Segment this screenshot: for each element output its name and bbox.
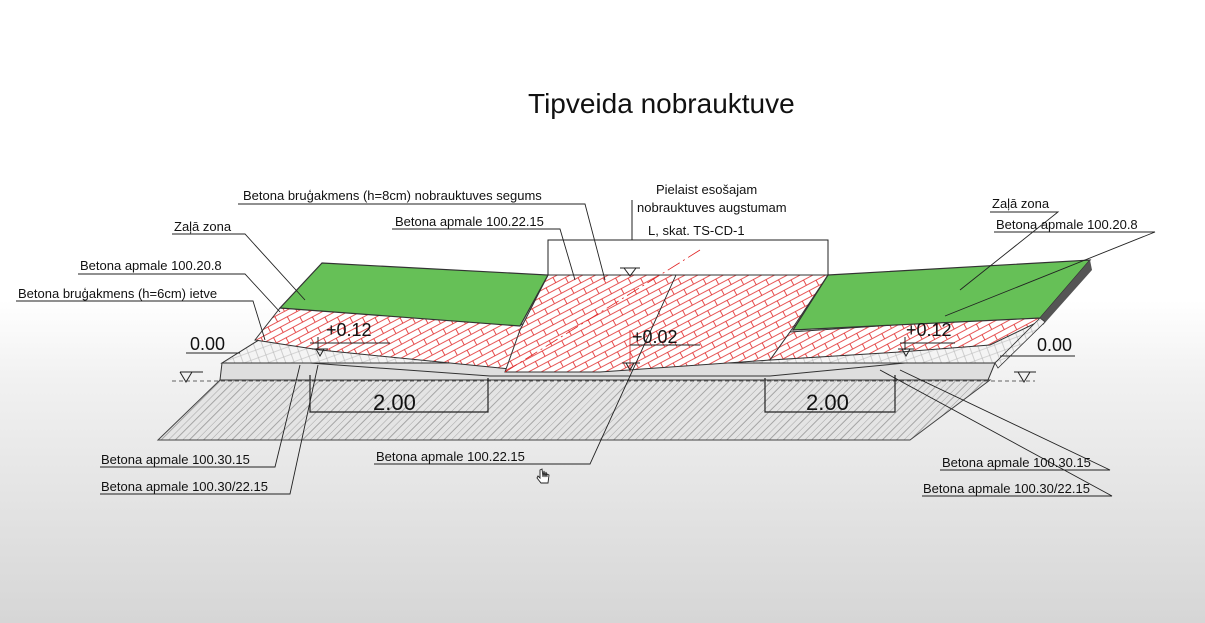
label-paving-6cm: Betona bruģakmens (h=6cm) ietve: [18, 286, 217, 301]
hand-cursor-icon: [536, 468, 550, 484]
label-adjust-line2: nobrauktuves augstumam: [637, 200, 787, 215]
label-curb-left-top: Betona apmale 100.20.8: [80, 258, 222, 273]
leader-lines: [16, 203, 1156, 497]
dimension-left: [309, 375, 489, 413]
label-curb-left-b: Betona apmale 100.30/22.15: [101, 479, 268, 494]
label-paving-8cm: Betona bruģakmens (h=8cm) nobrauktuves s…: [243, 188, 542, 203]
label-length-ref: L, skat. TS-CD-1: [648, 223, 745, 238]
base-layer: [156, 379, 992, 441]
length-bracket: [547, 200, 829, 277]
dimension-right: [764, 375, 896, 413]
label-curb-right-a: Betona apmale 100.30.15: [942, 455, 1091, 470]
level-right-base: 0.00: [1037, 335, 1072, 355]
green-zone-left: [278, 262, 549, 327]
label-adjust-line1: Pielaist esošajam: [656, 182, 757, 197]
dimension-left-value: 2.00: [373, 390, 416, 415]
green-zone-right-edge: [1040, 260, 1092, 325]
label-curb-right-b: Betona apmale 100.30/22.15: [923, 481, 1090, 496]
label-curb-right-top: Betona apmale 100.20.8: [996, 217, 1138, 232]
level-marker-left-base: [179, 352, 240, 383]
label-green-left: Zaļā zona: [174, 219, 232, 234]
level-center: +0.02: [632, 327, 678, 347]
level-right-sidewalk: +0.12: [906, 320, 952, 340]
level-left-sidewalk: +0.12: [326, 320, 372, 340]
diagram-title: Tipveida nobrauktuve: [528, 88, 795, 119]
level-left-base: 0.00: [190, 334, 225, 354]
label-curb-bottom-center: Betona apmale 100.22.15: [376, 449, 525, 464]
dimension-right-value: 2.00: [806, 390, 849, 415]
level-marker-right-base: [1000, 355, 1075, 383]
level-marker-center: [622, 344, 700, 372]
label-green-right: Zaļā zona: [992, 196, 1050, 211]
level-marker-right-sidewalk: [898, 337, 955, 358]
level-marker-left-sidewalk: [310, 337, 390, 358]
label-curb-top-center: Betona apmale 100.22.15: [395, 214, 544, 229]
label-curb-left-a: Betona apmale 100.30.15: [101, 452, 250, 467]
